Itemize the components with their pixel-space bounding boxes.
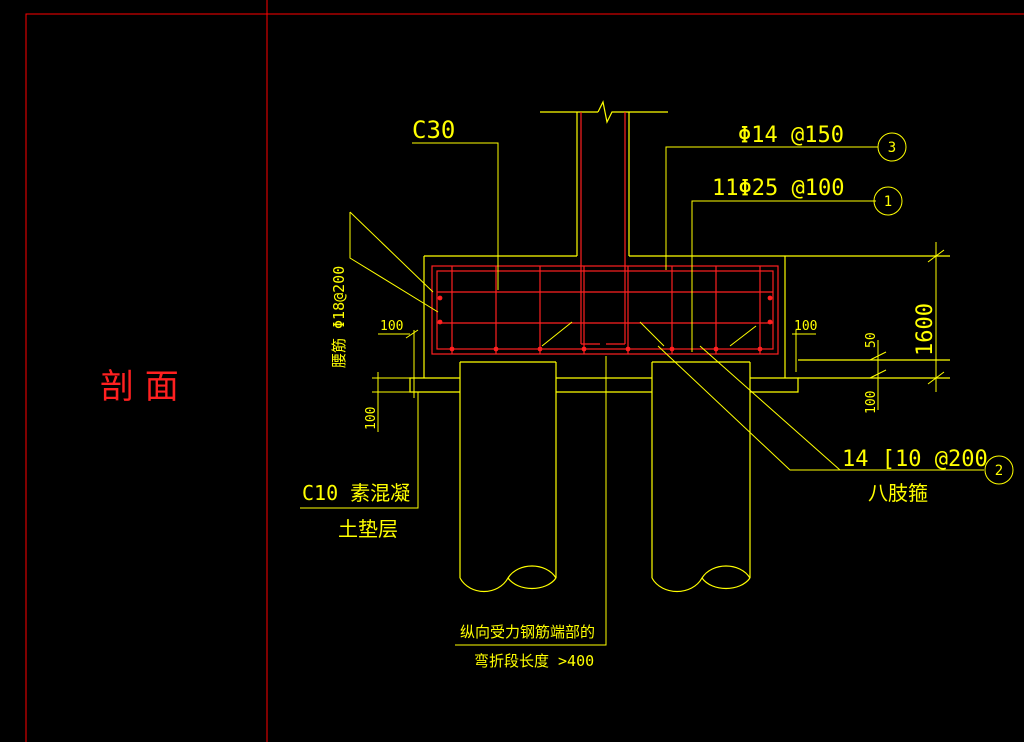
dim-right-fifty: 50 <box>864 332 879 348</box>
dim-right-bottom: 100 <box>864 391 879 414</box>
cushion-grade-label: C10 素混凝 <box>302 481 410 505</box>
note-line-2: 弯折段长度 >400 <box>474 652 594 670</box>
dim-left-offset: 100 <box>380 319 403 334</box>
note-line-1: 纵向受力钢筋端部的 <box>460 623 595 641</box>
dim-cap-height: 1600 <box>913 303 938 356</box>
hoop-name-label: 八肢箍 <box>868 481 928 505</box>
side-bar-spec-label: 腰筋 Φ18@200 <box>330 266 348 368</box>
marker-1-label: 1 <box>884 194 892 210</box>
pile-right <box>651 361 751 592</box>
marker-2-label: 2 <box>995 463 1003 479</box>
main-bar-spec-label: 11Φ25 @100 <box>712 176 844 201</box>
marker-3: 3 <box>877 132 907 162</box>
pile-left <box>459 361 557 592</box>
dim-right-offset: 100 <box>794 319 817 334</box>
rebar-cage <box>431 112 779 355</box>
section-title: 剖 面 <box>100 367 179 407</box>
rebar-dots <box>437 295 773 352</box>
dim-cushion-thickness: 100 <box>364 407 379 430</box>
marker-3-label: 3 <box>888 140 896 156</box>
stirrup-spec-label: Φ14 @150 <box>738 123 844 148</box>
leader-lines <box>300 142 984 646</box>
dimension-lines <box>372 242 945 432</box>
cushion-name-label: 土垫层 <box>338 517 398 541</box>
hoop-spec-label: 14 [10 @200 <box>842 447 988 472</box>
concrete-grade-label: C30 <box>412 116 455 144</box>
marker-2: 2 <box>984 455 1014 485</box>
drawing-frame <box>25 0 1024 742</box>
pile-cap-outline <box>409 100 950 393</box>
marker-1: 1 <box>873 186 903 216</box>
